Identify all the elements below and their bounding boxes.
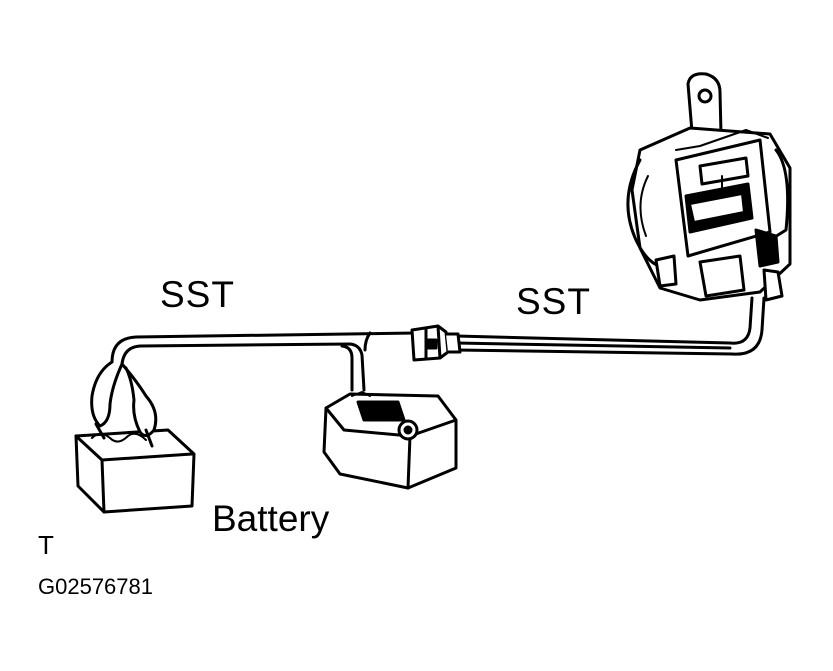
actuator-component [628,74,790,300]
battery-illustration [76,362,194,512]
battery-label: Battery [212,498,330,539]
sst-label-right: SST [516,281,591,322]
figure-code: G02576781 [38,574,153,599]
sst-label-left: SST [160,274,235,315]
sst-cable [112,298,764,390]
sst-tester-unit [324,392,456,488]
corner-mark: T [38,530,54,560]
cable-connector [412,326,460,360]
